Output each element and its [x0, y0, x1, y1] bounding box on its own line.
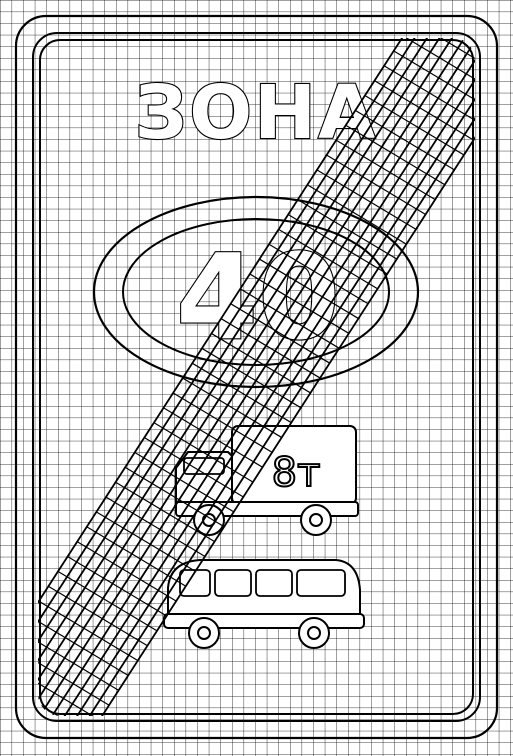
- diagonal-hatch: [344, 124, 446, 186]
- diagonal-hatch: [296, 198, 398, 260]
- diagonal-hatch: [220, 317, 321, 379]
- diagonal-hatch: [38, 600, 139, 662]
- diagonal-hatch: [172, 392, 273, 454]
- diagonal-hatch: [114, 481, 216, 543]
- diagonal-hatch: [201, 347, 302, 409]
- diagonal-stripe: [38, 38, 451, 699]
- sign-inner-border-2: [39, 39, 474, 715]
- diagonal-hatch: [392, 50, 475, 112]
- diagonal-hatch: [287, 213, 389, 275]
- diagonal-hatch: [316, 169, 417, 231]
- diagonal-stripe: [38, 38, 469, 710]
- diagonal-hatch: [229, 302, 331, 364]
- diagonal-hatch: [239, 288, 341, 350]
- diagonal-hatch: [249, 273, 350, 335]
- diagonal-hatch: [210, 332, 312, 394]
- sign-inner-border: [32, 32, 481, 722]
- diagonal-hatch: [383, 64, 475, 127]
- diagonal-stripe: [84, 65, 475, 716]
- diagonal-hatch: [47, 585, 149, 647]
- diagonal-stripe: [38, 38, 433, 689]
- diagonal-hatch: [335, 139, 436, 201]
- diagonal-stripes-icon: [38, 38, 475, 716]
- diagonal-hatch: [38, 644, 110, 707]
- diagonal-hatch: [133, 451, 235, 513]
- diagonal-hatch: [143, 436, 245, 498]
- diagonal-hatch: [277, 228, 379, 290]
- diagonal-hatch: [57, 570, 158, 632]
- diagonal-hatch: [38, 615, 130, 677]
- speed-limit-value: 40: [176, 228, 340, 366]
- diagonal-hatch: [402, 38, 475, 97]
- diagonal-hatch: [258, 258, 360, 320]
- diagonal-stripe: [38, 38, 460, 705]
- diagonal-stripe: [66, 54, 475, 716]
- diagonal-hatch: [306, 183, 408, 245]
- diagonal-stripe: [48, 43, 475, 716]
- sign-outer-border: [14, 14, 499, 740]
- diagonal-hatch: [325, 154, 427, 216]
- bus-icon: [163, 559, 365, 649]
- diagonal-hatch: [373, 79, 475, 141]
- diagonal-hatch: [412, 38, 475, 82]
- truck-icon: 8т: [175, 425, 359, 536]
- diagonal-hatch: [38, 659, 101, 716]
- diagonal-hatch: [105, 496, 206, 558]
- diagonal-hatch: [85, 526, 187, 588]
- diagonal-stripe: [39, 38, 475, 716]
- diagonal-stripe: [75, 59, 475, 716]
- diagonal-stripe: [38, 38, 442, 694]
- diagonal-stripe: [57, 49, 475, 716]
- diagonal-hatch: [38, 630, 120, 692]
- speed-limit-icon: 40: [92, 195, 420, 389]
- diagonal-stripe: [38, 38, 424, 683]
- diagonal-hatch: [95, 511, 197, 573]
- diagonal-hatch: [181, 377, 283, 439]
- diagonal-hatch: [124, 466, 225, 528]
- diagonal-hatch: [153, 421, 254, 483]
- truck-weight-label: 8т: [272, 450, 321, 496]
- diagonal-hatch: [268, 243, 369, 305]
- diagonal-hatch: [191, 362, 293, 424]
- diagonal-hatch: [162, 407, 264, 469]
- diagonal-hatch: [354, 109, 456, 171]
- diagonal-hatch: [364, 94, 465, 156]
- diagonal-hatch: [76, 540, 177, 602]
- diagonal-hatch: [66, 555, 168, 617]
